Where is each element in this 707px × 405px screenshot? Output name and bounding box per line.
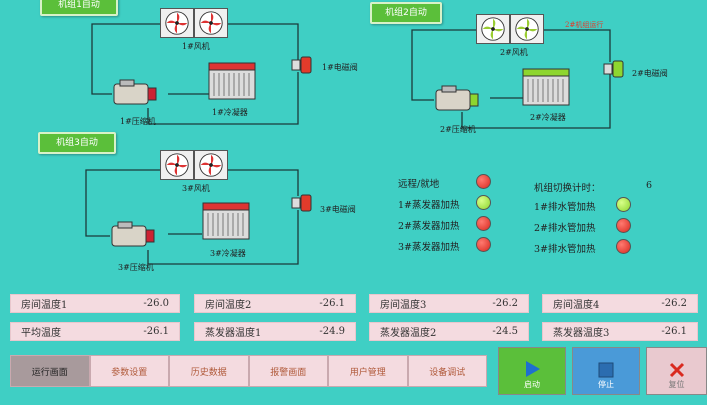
unit1-auto-button[interactable]: 机组1自动 <box>40 0 118 16</box>
switch-timer-value: 6 <box>646 180 653 191</box>
condenser-icon <box>208 62 256 100</box>
fan3-label: 3#风机 <box>182 184 210 193</box>
compressor3-label: 3#压缩机 <box>118 263 154 272</box>
status-led <box>616 218 631 233</box>
stop-icon <box>598 362 614 378</box>
reset-label: 复位 <box>668 380 685 389</box>
temp-label: 蒸发器温度3 <box>553 328 610 339</box>
temp-readout: 蒸发器温度3 -26.1 <box>542 322 698 341</box>
temp-readout: 房间温度3 -26.2 <box>369 294 529 313</box>
compressor-icon <box>112 78 158 108</box>
status-label: 1#蒸发器加热 <box>398 200 460 211</box>
fan-icon <box>160 150 194 180</box>
condenser1-label: 1#冷凝器 <box>212 108 248 117</box>
temp-value: -24.9 <box>319 326 345 337</box>
compressor-icon <box>110 220 156 250</box>
tab-parameters[interactable]: 参数设置 <box>89 355 169 387</box>
unit3-auto-button[interactable]: 机组3自动 <box>38 132 116 154</box>
temp-value: -26.2 <box>492 298 518 309</box>
temp-label: 房间温度1 <box>21 300 68 311</box>
condenser-icon <box>522 68 570 106</box>
temp-label: 房间温度2 <box>205 300 252 311</box>
status-label: 2#蒸发器加热 <box>398 221 460 232</box>
status-label: 远程/就地 <box>398 179 440 190</box>
temp-readout: 房间温度4 -26.2 <box>542 294 698 313</box>
start-label: 启动 <box>524 380 540 389</box>
status-led <box>616 239 631 254</box>
tab-history[interactable]: 历史数据 <box>169 355 249 387</box>
fan-icon <box>194 8 228 38</box>
temp-value: -26.1 <box>319 298 345 309</box>
condenser3-label: 3#冷凝器 <box>210 249 246 258</box>
temp-label: 蒸发器温度2 <box>380 328 437 339</box>
status-label: 3#排水管加热 <box>534 244 596 255</box>
stop-label: 停止 <box>598 380 614 389</box>
stop-button[interactable]: 停止 <box>572 347 640 395</box>
start-button[interactable]: 启动 <box>498 347 566 395</box>
temp-value: -26.1 <box>143 326 169 337</box>
temp-readout: 房间温度1 -26.0 <box>10 294 180 313</box>
condenser2-label: 2#冷凝器 <box>530 113 566 122</box>
temp-value: -24.5 <box>492 326 518 337</box>
solenoid-valve-icon[interactable] <box>602 58 624 80</box>
tab-alarms[interactable]: 报警画面 <box>248 355 328 387</box>
unit2-note: 2#机组运行 <box>565 21 604 29</box>
status-label: 2#排水管加热 <box>534 223 596 234</box>
fan-icon <box>194 150 228 180</box>
compressor2-label: 2#压缩机 <box>440 125 476 134</box>
valve3-label: 3#电磁阀 <box>320 205 356 214</box>
status-label: 1#排水管加热 <box>534 202 596 213</box>
status-led <box>616 197 631 212</box>
temp-label: 平均温度 <box>21 328 61 339</box>
status-led <box>476 216 491 231</box>
condenser-icon <box>202 202 250 240</box>
tab-users[interactable]: 用户管理 <box>328 355 408 387</box>
temp-readout: 房间温度2 -26.1 <box>194 294 356 313</box>
reset-button[interactable]: 复位 <box>646 347 707 395</box>
temp-readout: 蒸发器温度1 -24.9 <box>194 322 356 341</box>
fan1-label: 1#风机 <box>182 42 210 51</box>
temp-value: -26.2 <box>661 298 687 309</box>
temp-readout: 平均温度 -26.1 <box>10 322 180 341</box>
valve1-label: 1#电磁阀 <box>322 63 358 72</box>
tab-debug[interactable]: 设备调试 <box>407 355 487 387</box>
compressor1-label: 1#压缩机 <box>120 117 156 126</box>
fan2-label: 2#风机 <box>500 48 528 57</box>
fan-icon <box>476 14 510 44</box>
valve2-label: 2#电磁阀 <box>632 69 668 78</box>
temp-value: -26.0 <box>143 298 169 309</box>
temp-label: 房间温度4 <box>553 300 600 311</box>
switch-timer-label: 机组切换计时： <box>534 183 601 194</box>
status-led <box>476 237 491 252</box>
temp-label: 房间温度3 <box>380 300 427 311</box>
nav-tabbar: 运行画面 参数设置 历史数据 报警画面 用户管理 设备调试 <box>10 355 487 387</box>
fan-icon <box>160 8 194 38</box>
tab-run-screen[interactable]: 运行画面 <box>10 355 90 387</box>
unit2-auto-button[interactable]: 机组2自动 <box>370 2 442 24</box>
close-icon <box>669 362 684 378</box>
play-icon <box>526 361 540 377</box>
temp-label: 蒸发器温度1 <box>205 328 262 339</box>
compressor-icon <box>434 84 480 114</box>
temp-value: -26.1 <box>661 326 687 337</box>
fan-icon <box>510 14 544 44</box>
status-led <box>476 174 491 189</box>
status-label: 3#蒸发器加热 <box>398 242 460 253</box>
status-led <box>476 195 491 210</box>
solenoid-valve-icon[interactable] <box>290 192 312 214</box>
temp-readout: 蒸发器温度2 -24.5 <box>369 322 529 341</box>
solenoid-valve-icon[interactable] <box>290 54 312 76</box>
